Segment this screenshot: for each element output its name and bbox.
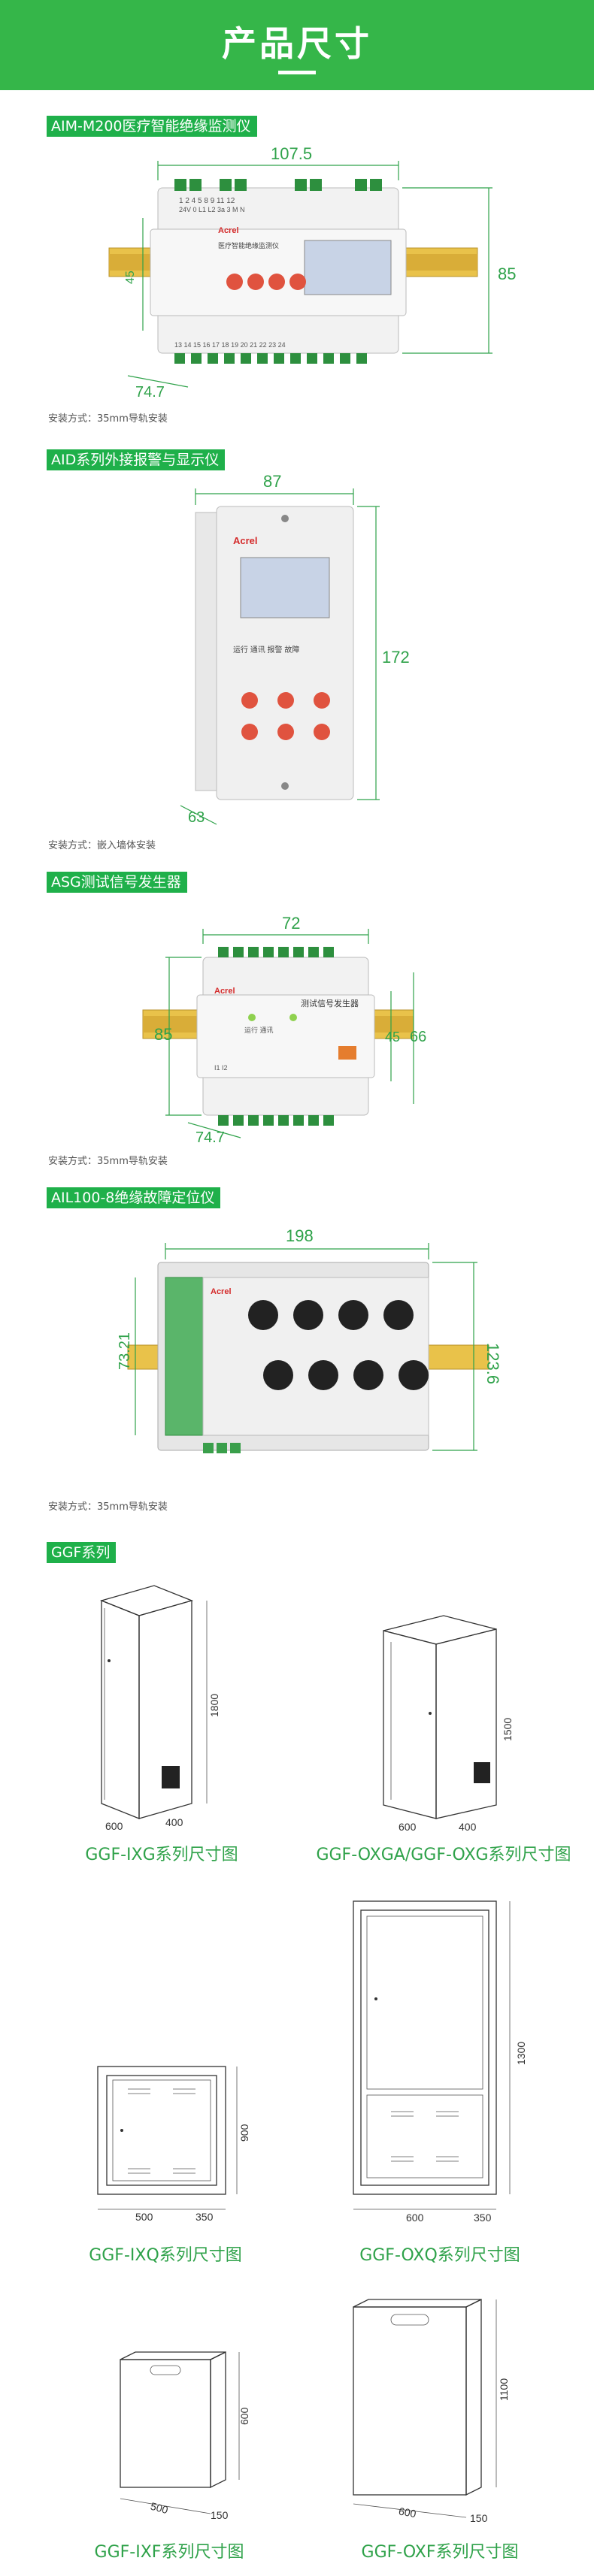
svg-text:运行 通讯 报警 故障: 运行 通讯 报警 故障 bbox=[233, 645, 299, 655]
cabinet-ggf-oxq-drawing: 1300 600 350 bbox=[353, 1900, 527, 2224]
svg-text:Acrel: Acrel bbox=[233, 535, 258, 546]
page-title: 产品尺寸 bbox=[222, 23, 372, 64]
svg-text:150: 150 bbox=[470, 2512, 488, 2524]
aid-device-drawing: 87 Acrel 运行 通讯 报警 故障 172 63 bbox=[180, 472, 410, 826]
svg-text:74.7: 74.7 bbox=[195, 1129, 225, 1146]
section-label-ggf: GGF系列 bbox=[47, 1542, 117, 1563]
asg-install-note: 安装方式：35mm导轨安装 bbox=[48, 1156, 168, 1167]
cabinet-ggf-ixf-drawing: 600 500 150 bbox=[120, 2351, 250, 2521]
caption-ggf-oxga: GGF-OXGA/GGF-OXG系列尺寸图 bbox=[316, 1846, 571, 1864]
cabinet-ggf-oxga-drawing: 1500 600 400 bbox=[383, 1615, 514, 1833]
svg-text:63: 63 bbox=[188, 809, 205, 826]
svg-text:13 14 15 16 17 18 19 20 21 22: 13 14 15 16 17 18 19 20 21 22 23 24 bbox=[174, 341, 286, 349]
svg-text:85: 85 bbox=[498, 265, 516, 283]
title-underline bbox=[278, 71, 316, 74]
svg-text:350: 350 bbox=[474, 2212, 492, 2224]
svg-text:45: 45 bbox=[385, 1029, 400, 1045]
svg-text:350: 350 bbox=[195, 2211, 214, 2223]
svg-text:Acrel: Acrel bbox=[214, 987, 235, 996]
svg-text:1 2 4 5 8 9: 1 2 4 5 8 9 11 12 bbox=[179, 197, 235, 205]
svg-text:66: 66 bbox=[410, 1029, 426, 1045]
caption-ggf-oxf: GGF-OXF系列尺寸图 bbox=[361, 2543, 519, 2562]
svg-text:72: 72 bbox=[282, 914, 300, 933]
svg-text:测试信号发生器: 测试信号发生器 bbox=[301, 998, 359, 1008]
section-label-asg: ASG测试信号发生器 bbox=[47, 872, 187, 893]
caption-ggf-oxq: GGF-OXQ系列尺寸图 bbox=[359, 2246, 520, 2265]
cabinet-ggf-oxf-drawing: 1100 600 150 bbox=[353, 2298, 510, 2524]
cabinet-ggf-ixg-drawing: 1800 600 400 bbox=[99, 1585, 220, 1832]
aim-m200-device-drawing: 1 2 4 5 8 9 11 12 24V 0 L1 L2 3a 3 M N 1… bbox=[108, 144, 516, 401]
svg-text:172: 172 bbox=[382, 648, 410, 667]
svg-text:123.6: 123.6 bbox=[483, 1343, 502, 1384]
svg-text:500: 500 bbox=[135, 2211, 153, 2223]
svg-text:198: 198 bbox=[286, 1226, 314, 1245]
svg-text:600: 600 bbox=[105, 1820, 123, 1832]
section-label-ail100-8: AIL100-8绝缘故障定位仪 bbox=[47, 1187, 221, 1208]
svg-text:600: 600 bbox=[399, 1821, 417, 1833]
aim-m200-install-note: 安装方式：35mm导轨安装 bbox=[48, 413, 168, 425]
section-label-aid: AID系列外接报警与显示仪 bbox=[47, 449, 226, 470]
svg-text:运行 通讯: 运行 通讯 bbox=[244, 1026, 274, 1034]
svg-text:Acrel: Acrel bbox=[218, 226, 239, 235]
svg-text:73.21: 73.21 bbox=[117, 1332, 133, 1370]
svg-text:医疗智能绝缘监测仪: 医疗智能绝缘监测仪 bbox=[218, 241, 279, 249]
svg-text:1100: 1100 bbox=[498, 2378, 510, 2401]
svg-text:I1 I2: I1 I2 bbox=[214, 1064, 228, 1072]
svg-text:400: 400 bbox=[459, 1821, 477, 1833]
svg-text:600: 600 bbox=[398, 2505, 417, 2520]
svg-text:1800: 1800 bbox=[208, 1694, 220, 1717]
svg-text:150: 150 bbox=[211, 2509, 229, 2521]
asg-device-drawing: 72 Acrel 测试信号发生器 运行 通讯 I1 I2 85 45 bbox=[142, 914, 426, 1146]
svg-text:600: 600 bbox=[406, 2212, 424, 2224]
ail100-8-device-drawing: 198 Acrel 73.21 123.6 bbox=[117, 1226, 502, 1453]
header-banner: 产品尺寸 bbox=[0, 0, 594, 90]
aid-install-note: 安装方式：嵌入墙体安装 bbox=[48, 840, 156, 851]
svg-text:1500: 1500 bbox=[502, 1718, 514, 1741]
svg-text:107.5: 107.5 bbox=[271, 144, 312, 163]
section-label-aim-m200: AIM-M200医疗智能绝缘监测仪 bbox=[47, 116, 257, 137]
caption-ggf-ixq: GGF-IXQ系列尺寸图 bbox=[89, 2246, 242, 2265]
svg-text:1300: 1300 bbox=[515, 2042, 527, 2065]
cabinet-ggf-ixq-drawing: 900 500 350 bbox=[97, 2066, 250, 2223]
svg-text:85: 85 bbox=[154, 1025, 172, 1044]
svg-text:400: 400 bbox=[165, 1816, 183, 1828]
svg-text:900: 900 bbox=[238, 2124, 250, 2142]
svg-text:24V 0 L1 L2 3a 3: 24V 0 L1 L2 3a 3 M N bbox=[179, 206, 245, 213]
caption-ggf-ixg: GGF-IXG系列尺寸图 bbox=[85, 1846, 238, 1864]
svg-text:600: 600 bbox=[238, 2407, 250, 2425]
svg-text:500: 500 bbox=[150, 2500, 170, 2517]
svg-text:74.7: 74.7 bbox=[135, 384, 165, 401]
svg-text:Acrel: Acrel bbox=[211, 1287, 232, 1296]
svg-text:45: 45 bbox=[124, 271, 137, 284]
caption-ggf-ixf: GGF-IXF系列尺寸图 bbox=[94, 2543, 244, 2562]
ail100-8-install-note: 安装方式：35mm导轨安装 bbox=[48, 1501, 168, 1513]
svg-text:87: 87 bbox=[263, 472, 281, 491]
